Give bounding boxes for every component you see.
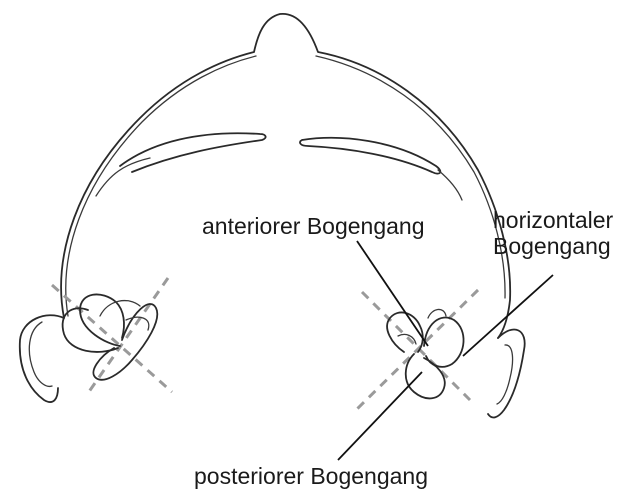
- label-horizontal-line2: Bogengang: [493, 233, 613, 259]
- label-anterior-canal: anteriorer Bogengang: [202, 213, 425, 239]
- head-outline-shadow: [66, 56, 505, 316]
- ear-right-inner: [497, 345, 513, 404]
- label-posterior-canal: posteriorer Bogengang: [194, 463, 428, 489]
- axis-right-b: [356, 290, 478, 410]
- label-horizontal-canal: horizontaler Bogengang: [493, 207, 613, 259]
- ear-left: [20, 315, 64, 402]
- leader-anterior: [357, 241, 428, 346]
- brow-right: [300, 138, 440, 174]
- brow-right-lower: [438, 170, 462, 200]
- ear-left-inner: [29, 322, 52, 386]
- axis-right-a: [362, 292, 470, 400]
- canal-left-posterior: [93, 304, 157, 380]
- ear-right: [488, 329, 525, 417]
- canal-right-posterior: [406, 354, 445, 398]
- canal-right-anterior: [387, 312, 423, 352]
- leader-horizontal: [463, 275, 553, 356]
- head-outline: [61, 14, 510, 338]
- brow-left: [120, 133, 266, 172]
- label-horizontal-line1: horizontaler: [493, 207, 613, 233]
